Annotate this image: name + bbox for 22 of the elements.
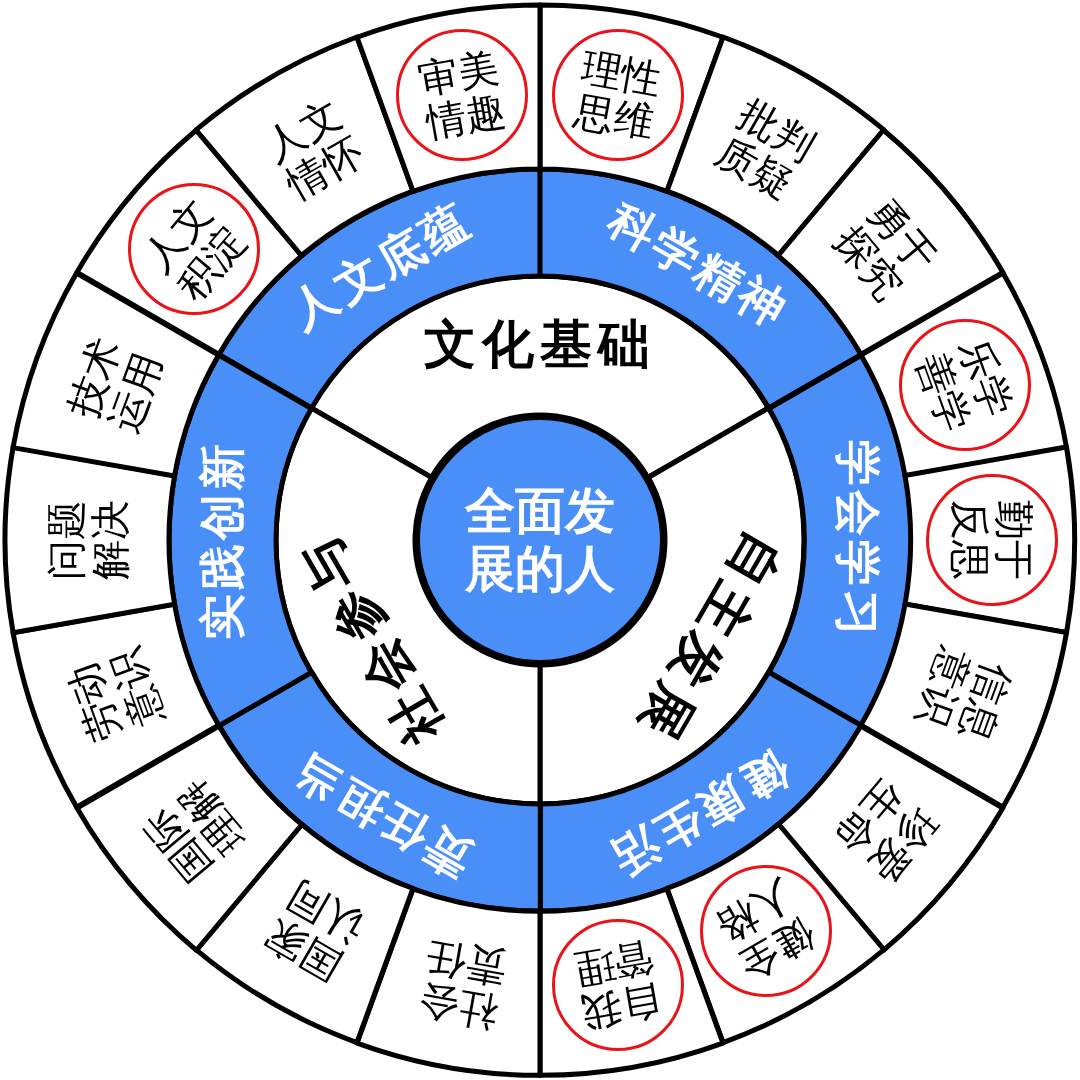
circle-label: 自我管理	[571, 934, 666, 1036]
circle-label: 健全人格	[709, 873, 823, 990]
center-label: 全面发展的人	[465, 482, 615, 598]
segment-label: 国际理解	[134, 771, 254, 890]
segment-label: 信息意识	[909, 641, 1020, 748]
segment-label: 劳动意识	[60, 641, 171, 748]
segment-label: 人文情怀	[257, 90, 371, 207]
circle-label: 勤于反思	[948, 500, 1036, 580]
circle-label: 人文积淀	[134, 190, 254, 309]
segment-label: 社会责任	[414, 934, 509, 1036]
segment-label: 批判质疑	[709, 90, 823, 207]
segment-label: 学会学习	[832, 440, 884, 640]
circle-label: 审美情趣	[414, 44, 509, 146]
segment-label: 技术运用	[60, 332, 171, 439]
segment-label: 问题解决	[44, 500, 132, 580]
segment-label: 国家认同	[257, 873, 371, 990]
segment-label: 实践创新	[196, 440, 248, 640]
segment-label: 珍爱生命	[826, 771, 946, 890]
circle-label: 乐学善学	[909, 332, 1020, 439]
circle-label: 理性思维	[571, 44, 666, 146]
segment-label: 勇于探究	[826, 190, 946, 309]
segment-label: 文化基础	[424, 316, 656, 374]
